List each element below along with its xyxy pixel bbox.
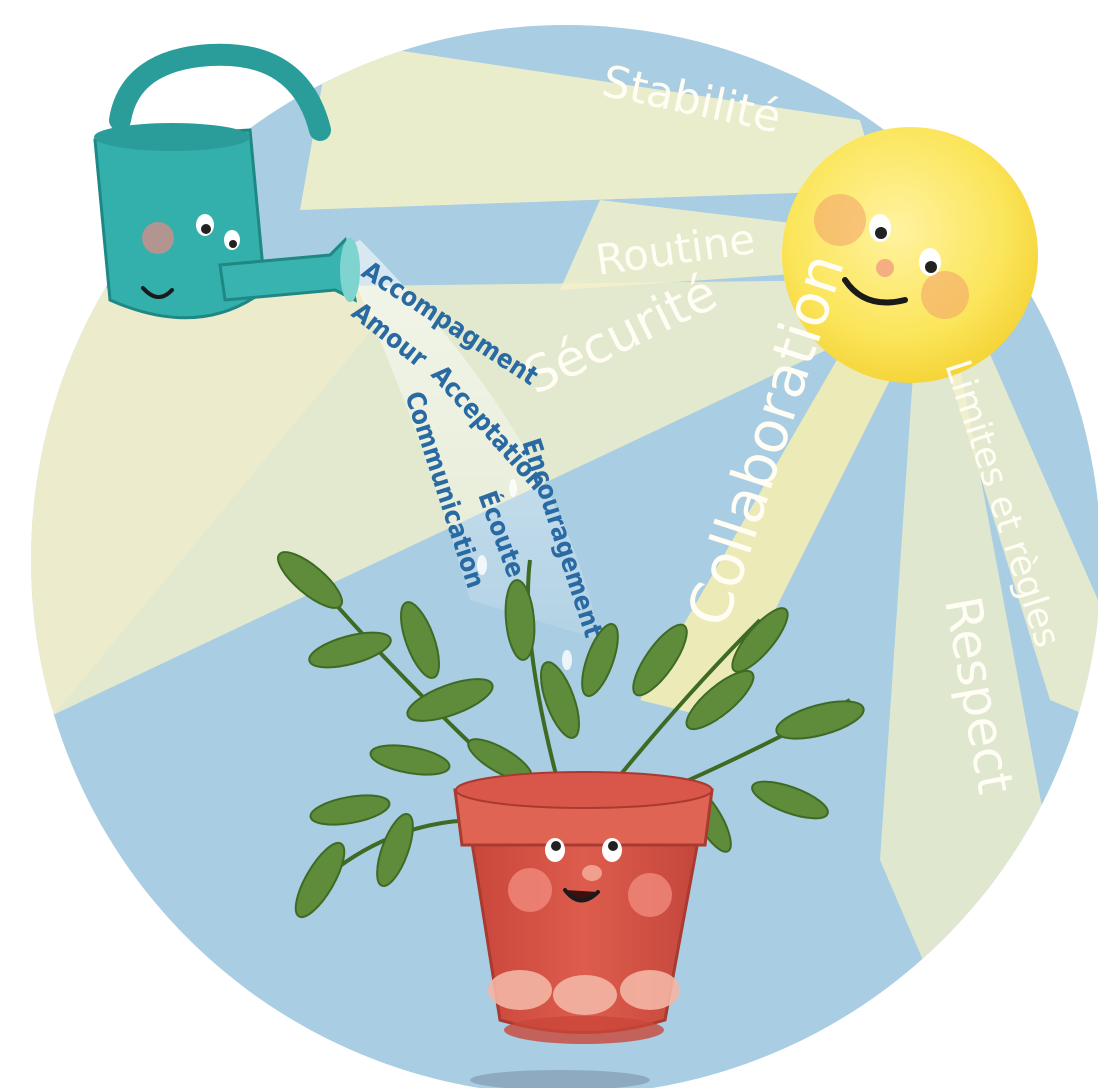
- sun-cheek-right: [921, 271, 969, 319]
- sun-cheek-left: [814, 194, 866, 246]
- pot-cheek-right: [628, 873, 672, 917]
- pot-cheek-left: [508, 868, 552, 912]
- can-cheek: [142, 222, 174, 254]
- pot-nose: [582, 865, 602, 881]
- pot-dots: [488, 970, 680, 1015]
- sun-nose: [876, 259, 894, 277]
